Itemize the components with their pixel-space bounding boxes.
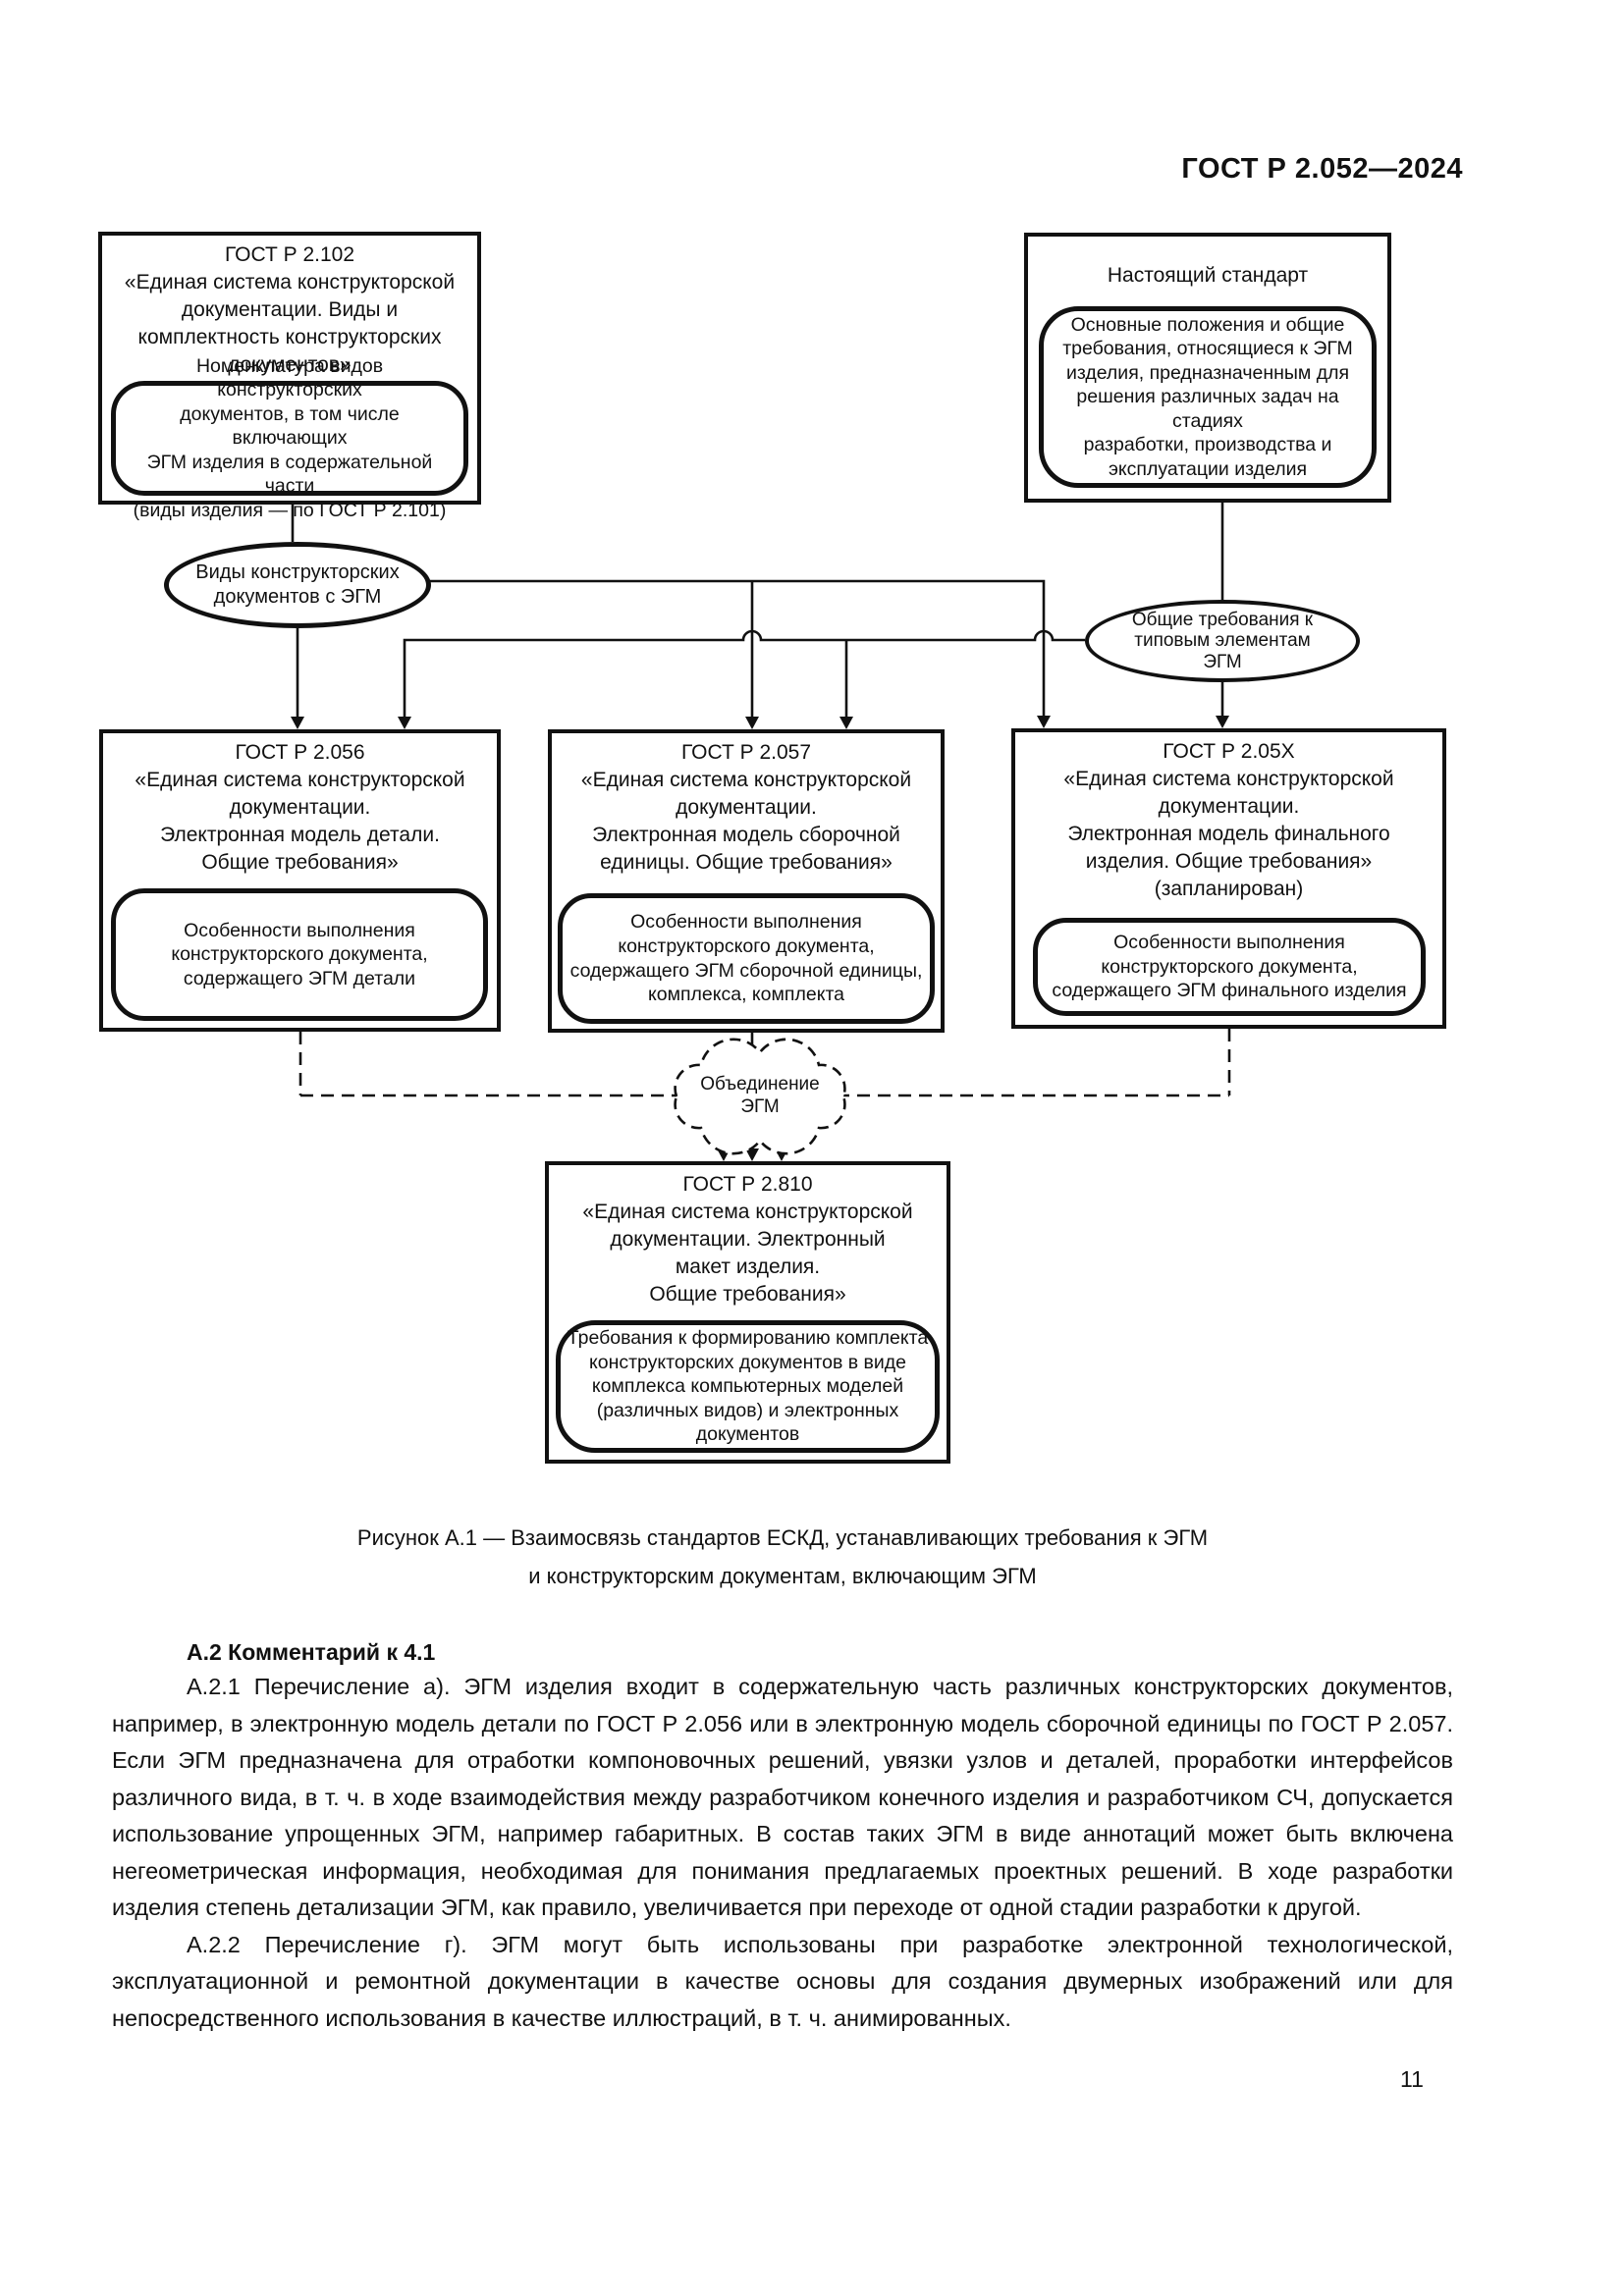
box-gost-2056-note: Особенности выполнения конструкторского … xyxy=(111,888,488,1021)
box-gost-2102-note: Номенклатура видов конструкторских докум… xyxy=(111,355,468,521)
box-current-standard: Настоящий стандарт Основные положения и … xyxy=(1024,233,1391,503)
box-gost-205x-note: Особенности выполнения конструкторского … xyxy=(1033,918,1426,1016)
box-gost-2810-note: Требования к формированию комплекта конс… xyxy=(556,1320,940,1453)
box-gost-2057-title: ГОСТ Р 2.057 «Единая система конструктор… xyxy=(580,741,912,874)
line-ellipse-types-right xyxy=(429,579,1046,720)
line-ellipse-common-left xyxy=(403,629,1085,720)
ellipse-doc-types: Виды конструкторских документов с ЭГМ xyxy=(164,542,431,628)
ellipse-common-requirements: Общие требования к типовым элементам ЭГМ xyxy=(1085,600,1360,682)
doc-number: ГОСТ Р 2.052—2024 xyxy=(1181,153,1463,185)
paragraph-a21: А.2.1 Перечисление а). ЭГМ изделия входи… xyxy=(112,1674,1453,1920)
figure-caption: Рисунок А.1 — Взаимосвязь стандартов ЕСК… xyxy=(356,1525,1209,1588)
box-gost-2810-title: ГОСТ Р 2.810 «Единая система конструктор… xyxy=(582,1173,913,1306)
box-gost-2056-title: ГОСТ Р 2.056 «Единая система конструктор… xyxy=(135,741,465,874)
box-gost-2810: ГОСТ Р 2.810 «Единая система конструктор… xyxy=(545,1161,950,1464)
box-gost-2056: ГОСТ Р 2.056 «Единая система конструктор… xyxy=(99,729,501,1032)
box-gost-2057: ГОСТ Р 2.057 «Единая система конструктор… xyxy=(548,729,945,1033)
box-current-standard-note: Основные положения и общие требования, о… xyxy=(1039,306,1377,488)
section-heading: А.2 Комментарий к 4.1 xyxy=(187,1639,436,1665)
page-number: 11 xyxy=(1400,2066,1424,2092)
box-gost-205x: ГОСТ Р 2.05Х «Единая система конструктор… xyxy=(1011,728,1446,1029)
commentary-section: А.2.1 Перечисление а). ЭГМ изделия входи… xyxy=(112,1669,1453,2037)
box-gost-2057-note: Особенности выполнения конструкторского … xyxy=(558,893,935,1024)
box-gost-205x-title: ГОСТ Р 2.05Х «Единая система конструктор… xyxy=(1063,740,1394,900)
paragraph-a22: А.2.2 Перечисление г). ЭГМ могут быть ис… xyxy=(112,1931,1453,2031)
cloud-merge-egm-label: Объединение ЭГМ xyxy=(700,1074,820,1117)
box-gost-2102-title: ГОСТ Р 2.102 «Единая система конструктор… xyxy=(124,243,456,376)
box-gost-2102: ГОСТ Р 2.102 «Единая система конструктор… xyxy=(98,232,481,521)
box-current-standard-title: Настоящий стандарт xyxy=(1107,264,1309,287)
